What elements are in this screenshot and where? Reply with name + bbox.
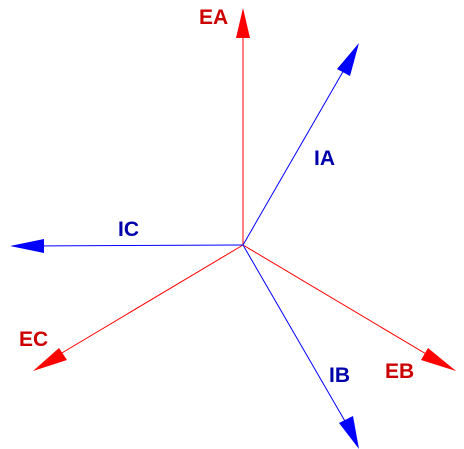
vector-ic-line (23, 244, 244, 247)
vector-ib-label: IB (329, 364, 350, 387)
vector-eb-line (242, 244, 444, 365)
vector-ec-arrowhead (33, 348, 67, 371)
vector-ic: IC (10, 218, 244, 253)
vector-ec: EC (19, 244, 244, 371)
vector-ic-label: IC (118, 218, 139, 241)
vector-eb: EB (242, 244, 456, 383)
vector-ib: IB (242, 244, 359, 449)
vector-ea-label: EA (199, 6, 228, 29)
vector-ib-line (242, 244, 354, 436)
vector-ea-arrowhead (236, 8, 250, 38)
vector-ic-arrowhead (10, 239, 44, 253)
vector-ia-label: IA (314, 147, 335, 170)
vector-ea: EA (199, 6, 250, 245)
vector-ia-arrowhead (337, 43, 359, 76)
vector-ec-line (44, 244, 244, 364)
vector-ia: IA (242, 43, 359, 246)
vector-eb-label: EB (385, 360, 414, 383)
vector-ia-line (242, 55, 353, 246)
vector-eb-arrowhead (421, 348, 456, 371)
vector-ec-label: EC (19, 328, 48, 351)
vector-ib-arrowhead (339, 416, 359, 449)
